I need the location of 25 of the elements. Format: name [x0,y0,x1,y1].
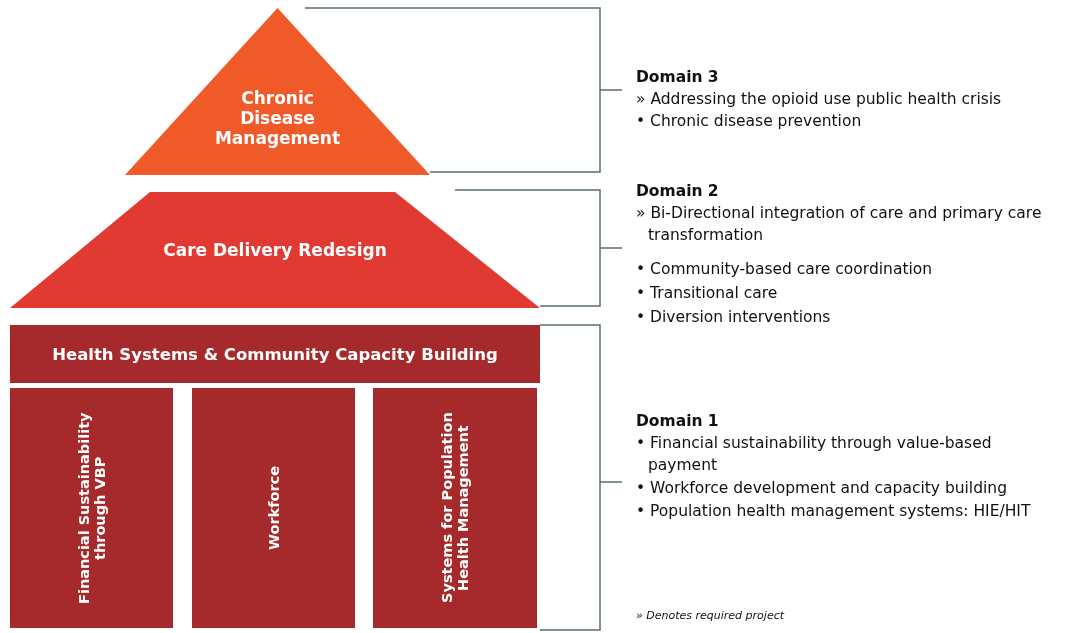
tier-label: Systems for Population Health Management [438,411,472,606]
tier-label: Financial Sustainability through VBP [74,411,109,606]
pillar-block [10,388,173,628]
domain-heading: Domain 3 [636,67,720,88]
tier-label: Health Systems & Community Capacity Building [51,343,499,366]
list-item: • Financial sustainability through value-based payment [636,433,993,476]
trapezoid-tier [10,192,540,308]
tier-label: Workforce [264,464,283,553]
pillar-block [373,388,537,628]
domain-heading: Domain 1 [636,411,720,432]
list-item: • Population health management systems: HIE/HIT [636,501,1032,522]
domain-heading: Domain 2 [636,181,720,202]
tier-label: Chronic Disease Management [215,87,340,150]
tier-label: Care Delivery Redesign [162,239,388,262]
footnote: » Denotes required project [636,608,786,624]
list-item: » Bi-Directional integration of care and primary care transformation [636,203,1043,246]
beam-bar [10,325,540,383]
pillar-block [192,388,355,628]
list-item: • Transitional care [636,283,779,304]
list-item: • Diversion interventions [636,307,832,328]
list-item: • Community-based care coordination [636,259,934,280]
list-item: • Workforce development and capacity building [636,478,1008,499]
triangle-tier [125,8,430,175]
list-item: • Chronic disease prevention [636,111,863,132]
list-item: » Addressing the opioid use public health crisis [636,89,1003,110]
